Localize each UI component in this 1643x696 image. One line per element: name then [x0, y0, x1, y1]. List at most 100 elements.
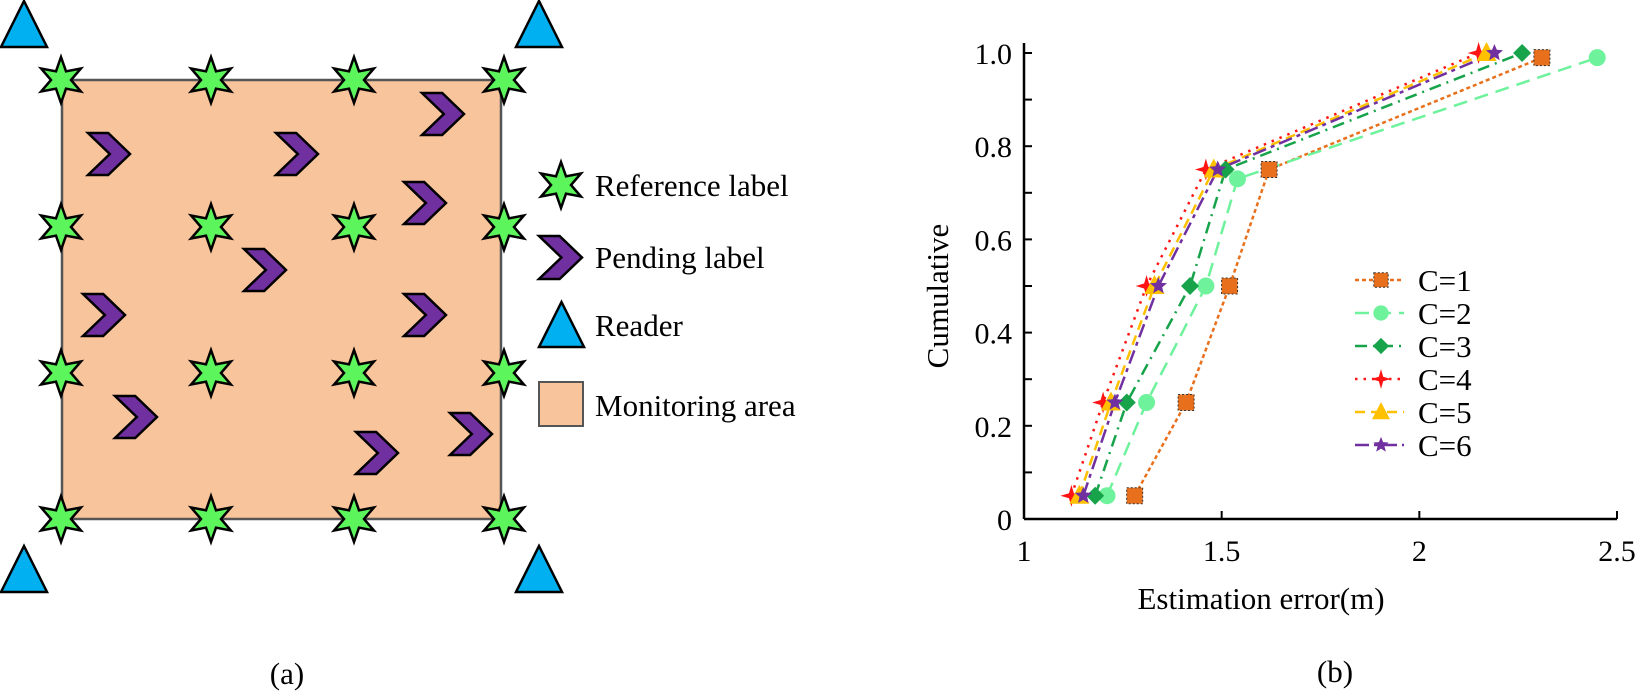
legend-item-pending: Pending label — [535, 234, 765, 281]
legend-label: C=4 — [1418, 362, 1472, 397]
reference-label-icon-r1c1 — [37, 53, 85, 107]
chart-legend: C=1C=2C=3C=4C=5C=6 — [1355, 263, 1472, 463]
reader-bottom-left-icon — [0, 543, 50, 594]
legend-label-pending: Pending label — [595, 240, 765, 275]
x-tick-label: 2.5 — [1598, 535, 1636, 568]
data-point-c4 — [1092, 391, 1115, 414]
pending-label-icon-7 — [400, 292, 448, 338]
data-point-c6 — [1149, 277, 1167, 294]
data-point-c1 — [1260, 161, 1278, 178]
y-tick-label: 0.4 — [975, 318, 1013, 351]
pending-label-icon-8 — [111, 394, 159, 440]
diagram-legend: Reference label Pending label Reader Mon… — [535, 158, 796, 427]
x-axis-title: Estimation error(m) — [1137, 581, 1384, 616]
legend-item-c1: C=1 — [1355, 263, 1472, 298]
data-point-c2 — [1197, 277, 1215, 295]
data-point-c1 — [1221, 277, 1239, 295]
x-tick-label: 1.5 — [1203, 535, 1241, 568]
legend-star-shape — [537, 158, 585, 212]
data-point-c4 — [1194, 158, 1217, 181]
reference-label-icon-r2c3 — [330, 200, 378, 254]
legend-item-c3: C=3 — [1355, 329, 1472, 364]
monitoring-area — [60, 78, 503, 521]
legend-label: C=2 — [1418, 296, 1472, 331]
data-point-c4 — [1135, 275, 1158, 297]
pending-label-icon-5 — [240, 247, 288, 293]
y-tick-label: 0 — [997, 504, 1012, 537]
series-lines — [1070, 51, 1598, 497]
data-point-c1 — [1126, 487, 1144, 505]
legend-label: C=6 — [1418, 428, 1472, 463]
legend-label: C=1 — [1418, 263, 1472, 298]
data-point-c6 — [1106, 393, 1124, 410]
series-markers — [1060, 42, 1606, 507]
legend-marker-swatch — [1373, 272, 1389, 288]
data-point-c2 — [1228, 170, 1246, 188]
pending-labels-group — [79, 91, 494, 476]
data-point-c2 — [1588, 49, 1606, 67]
reference-label-icon-r3c2 — [187, 346, 235, 400]
y-tick-label: 0.8 — [975, 131, 1013, 164]
reference-label-icon-r3c4 — [480, 346, 528, 400]
panel-b-label: (b) — [1317, 654, 1353, 689]
pending-label-icon-4 — [400, 180, 448, 226]
legend-item-c2: C=2 — [1355, 296, 1472, 331]
pending-label-icon-9 — [352, 430, 400, 476]
legend-label-reader: Reader — [595, 308, 683, 343]
x-tick-label: 1 — [1017, 535, 1032, 568]
reference-label-icon-r2c2 — [187, 200, 235, 254]
data-point-c3 — [1513, 44, 1532, 62]
y-axis-title: Cumulative — [920, 224, 955, 369]
legend-label: C=5 — [1418, 395, 1472, 430]
series-line-c1 — [1133, 56, 1543, 497]
reference-label-icon-r3c3 — [330, 346, 378, 400]
series-line-c5 — [1078, 51, 1487, 497]
data-point-c3 — [1181, 277, 1200, 295]
y-tick-label: 0.2 — [975, 411, 1013, 444]
reference-label-icon-r4c2 — [187, 492, 235, 546]
data-point-c4 — [1467, 42, 1490, 64]
readers-group — [0, 0, 565, 594]
reference-label-icon-r2c4 — [480, 200, 528, 254]
legend-marker-swatch — [1373, 436, 1389, 452]
square-icon — [538, 381, 584, 427]
reference-label-icon-r1c2 — [187, 53, 235, 107]
legend-item-c5: C=5 — [1355, 395, 1472, 430]
series-line-c6 — [1082, 51, 1495, 497]
pending-label-icon-1 — [84, 131, 132, 177]
reference-label-icon-r3c1 — [37, 346, 85, 400]
reference-label-icon-r1c4 — [480, 53, 528, 107]
reference-label-icon-r4c1 — [37, 492, 85, 546]
reference-label-icon-r1c3 — [330, 53, 378, 107]
data-point-c2 — [1138, 394, 1156, 411]
data-point-c3 — [1086, 486, 1105, 505]
legend-marker-swatch — [1371, 369, 1391, 389]
pending-label-icon-6 — [79, 292, 127, 338]
legend-label: C=3 — [1418, 329, 1472, 364]
legend-triangle-shape — [536, 299, 587, 349]
pending-label-icon-3 — [418, 91, 466, 137]
data-point-c6 — [1485, 44, 1503, 61]
legend-item-reader: Reader — [536, 299, 683, 349]
data-point-c6 — [1074, 486, 1092, 503]
data-point-c3 — [1117, 393, 1136, 412]
pending-label-icon-10 — [446, 411, 494, 457]
reference-label-icon-r4c3 — [330, 492, 378, 546]
legend-marker-swatch — [1372, 337, 1390, 355]
chevron-right-icon — [535, 234, 584, 281]
reader-bottom-right-icon — [513, 543, 565, 594]
reference-labels-group — [37, 53, 528, 546]
six-point-star-icon — [537, 158, 585, 212]
y-tick-label: 1.0 — [975, 38, 1013, 71]
legend-marker-swatch — [1373, 305, 1389, 321]
series-line-c2 — [1105, 56, 1598, 497]
legend-item-reference: Reference label — [537, 158, 789, 212]
panel-a-diagram: Reference label Pending label Reader Mon… — [0, 0, 796, 691]
legend-label-reference: Reference label — [595, 168, 789, 203]
reference-label-icon-r2c1 — [37, 200, 85, 254]
data-point-c1 — [1177, 394, 1195, 411]
y-tick-label: 0.6 — [975, 224, 1013, 257]
legend-item-area: Monitoring area — [538, 381, 796, 427]
